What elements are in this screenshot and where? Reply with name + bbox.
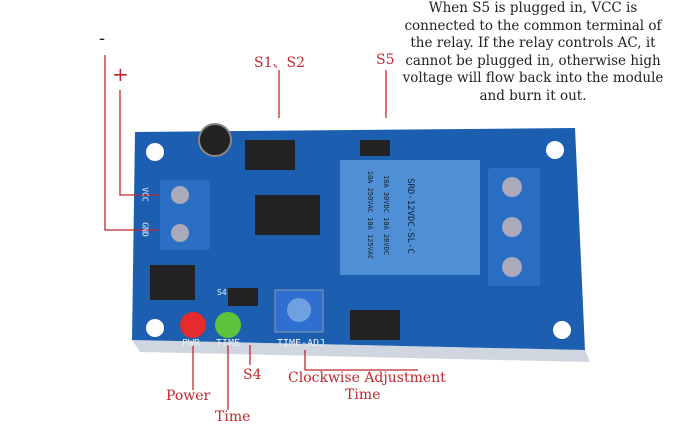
minus-label: - [99, 28, 106, 49]
optocoupler [350, 310, 400, 340]
annotation-lines [104, 55, 418, 410]
led-power [180, 312, 206, 338]
mounting-hole [146, 319, 164, 337]
silk-time-adj: TIME-ADJ [277, 338, 326, 349]
led-time [215, 312, 241, 338]
screw [171, 186, 189, 204]
screw [502, 257, 522, 277]
jumper-s5 [360, 140, 390, 156]
board-edge [132, 340, 590, 362]
jumper-s4 [228, 288, 258, 306]
plus-label: + [112, 62, 129, 86]
pin-header [150, 265, 195, 300]
clockwise-adjustment-time-label: Time [345, 387, 381, 403]
mounting-hole [546, 141, 564, 159]
s4-label: S4 [243, 367, 262, 383]
silk-relay-rating2: 10A 30VDC 10A 28VDC [382, 174, 390, 256]
silk-time: TIME [216, 338, 241, 349]
screw [502, 217, 522, 237]
silk-gnd: GND [140, 222, 150, 237]
power-label: Power [166, 388, 211, 404]
capacitor [198, 123, 232, 157]
silk-vcc: VCC [140, 187, 150, 202]
pot-knob [287, 298, 311, 322]
s1-s2-label: S1、S2 [254, 55, 305, 71]
screw [502, 177, 522, 197]
silk-relay-rating1: 10A 250VAC 10A 125VAC [366, 170, 374, 260]
jumper-s1-s2 [245, 140, 295, 170]
s5-warning-note: When S5 is plugged in, VCC is connected … [402, 0, 664, 104]
ic-chip [255, 195, 320, 235]
s5-label: S5 [376, 52, 395, 68]
silk-s4: S4 [217, 288, 227, 297]
mounting-hole [553, 321, 571, 339]
silk-pwr: PWR [182, 338, 201, 349]
mounting-hole [146, 143, 164, 161]
silk-relay-model: SRD-12VDC-SL-C [405, 178, 415, 254]
relay [340, 160, 480, 275]
time-label: Time [215, 409, 251, 425]
clockwise-adjustment-label: Clockwise Adjustment [288, 370, 446, 386]
screw [171, 224, 189, 242]
